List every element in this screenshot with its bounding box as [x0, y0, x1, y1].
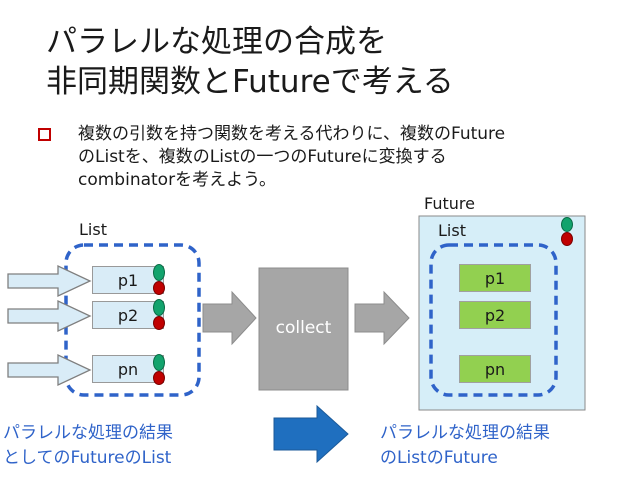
input-arrow-pn: [7, 353, 92, 387]
caption-right: パラレルな処理の結果 のListのFuture: [380, 421, 550, 471]
bullet-text: 複数の引数を持つ関数を考える代わりに、複数のFuture のListを、複数のL…: [78, 123, 505, 192]
green-dot-icon: [153, 354, 165, 371]
slide-title: パラレルな処理の合成を 非同期関数とFutureで考える: [46, 22, 454, 102]
caption-left-line-1: パラレルな処理の結果: [3, 423, 173, 443]
input-arrow-p2: [7, 299, 92, 333]
arrow-from-collect: [354, 290, 410, 346]
red-dot-icon: [153, 281, 165, 295]
left-list-container: [64, 243, 201, 397]
bullet-line-2: のListを、複数のListの一つのFutureに変換する: [78, 147, 447, 167]
title-line-2: 非同期関数とFutureで考える: [46, 64, 454, 100]
transform-arrow: [273, 404, 349, 464]
title-line-1: パラレルな処理の合成を: [46, 24, 387, 60]
right-list-container: [429, 243, 558, 397]
caption-left: パラレルな処理の結果 としてのFutureのList: [3, 421, 173, 471]
right-item-p2: p2: [459, 301, 531, 329]
right-item-p1: p1: [459, 264, 531, 292]
red-dot-icon: [561, 232, 573, 246]
left-item-p2: p2: [92, 301, 164, 329]
green-dot-icon: [153, 299, 165, 316]
green-dot-icon: [153, 264, 165, 281]
bullet-line-1: 複数の引数を持つ関数を考える代わりに、複数のFuture: [78, 124, 506, 144]
collect-label: collect: [275, 318, 332, 338]
left-item-p1: p1: [92, 266, 164, 294]
left-list-label: List: [79, 220, 107, 239]
red-dot-icon: [153, 316, 165, 330]
green-dot-icon: [561, 217, 573, 232]
right-list-label: List: [438, 221, 466, 240]
caption-right-line-2: のListのFuture: [380, 448, 498, 468]
caption-right-line-1: パラレルな処理の結果: [380, 423, 550, 443]
future-label: Future: [424, 194, 475, 213]
arrow-to-collect: [202, 290, 257, 346]
collect-box: [258, 267, 349, 391]
bullet-square-icon: [38, 128, 51, 141]
caption-left-line-2: としてのFutureのList: [3, 448, 172, 468]
left-item-pn: pn: [92, 355, 164, 383]
right-item-pn: pn: [459, 355, 531, 383]
bullet-line-3: combinatorを考えよう。: [78, 170, 277, 190]
input-arrow-p1: [7, 264, 92, 298]
red-dot-icon: [153, 371, 165, 385]
